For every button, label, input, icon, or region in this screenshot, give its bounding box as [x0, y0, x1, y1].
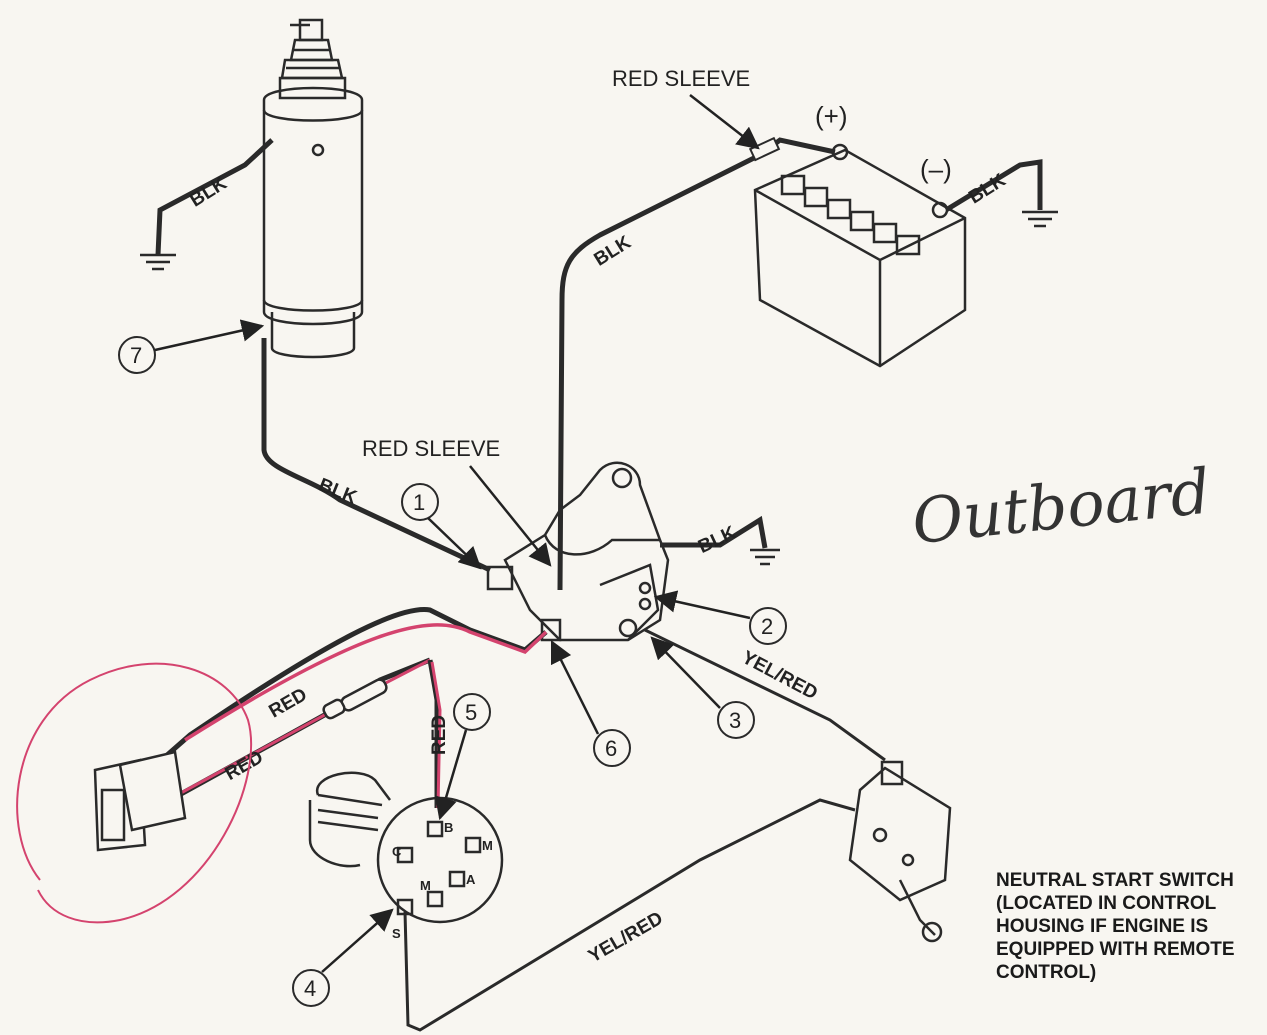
wire-label-blk-solenoid-ground: BLK: [695, 522, 740, 558]
red-sleeve-top-label: RED SLEEVE: [612, 66, 750, 91]
callout-4: 4: [292, 908, 394, 1007]
pin-a: A: [466, 872, 476, 887]
pin-c: C: [392, 844, 402, 859]
battery: [753, 143, 967, 368]
callout-5-number: 5: [465, 700, 477, 725]
starter-ground-wire: [155, 138, 274, 256]
starter-motor: [262, 18, 364, 359]
callout-7: 7: [118, 319, 265, 374]
battery-cells: [780, 174, 921, 256]
callout-2-number: 2: [761, 614, 773, 639]
starter-solenoid: [486, 461, 670, 642]
wire-label-yel-red-lower: YEL/RED: [585, 908, 667, 967]
ignition-switch: [308, 771, 504, 924]
callout-5: 5: [434, 693, 491, 821]
wire-battery-positive: [557, 137, 836, 591]
outboard-handwriting: Outboard: [909, 454, 1214, 558]
battery-positive-label: (+): [815, 101, 848, 131]
fuse-holder: [322, 678, 388, 720]
wire-label-red-switch: RED: [429, 715, 450, 755]
note-line-5: CONTROL): [996, 962, 1096, 983]
switch-pins: B M C A M S: [392, 820, 493, 941]
battery-negative-label: (–): [920, 154, 952, 184]
ground-symbol-solenoid: [750, 548, 780, 566]
callout-3: 3: [650, 636, 755, 739]
annotation-circle: [16, 662, 253, 924]
callout-6-number: 6: [605, 736, 617, 761]
neutral-switch-note: NEUTRAL START SWITCH (LOCATED IN CONTROL…: [996, 870, 1235, 983]
wire-yel-red-upper: [644, 628, 886, 762]
wire-label-blk-starter-lower: BLK: [315, 474, 359, 508]
wire-yel-red-lower: [403, 798, 856, 1032]
wire-connector: [93, 750, 187, 852]
pin-b: B: [444, 820, 453, 835]
ground-symbol-battery: [1022, 210, 1058, 228]
pin-s: S: [392, 926, 401, 941]
red-sleeve-mid-arrow: [469, 465, 552, 567]
note-line-1: NEUTRAL START SWITCH: [996, 870, 1234, 891]
pin-m-upper: M: [482, 838, 493, 853]
callout-4-number: 4: [304, 976, 316, 1001]
callout-2: 2: [653, 590, 787, 645]
red-sleeve-mid-label: RED SLEEVE: [362, 436, 500, 461]
red-sleeve-top-arrow: [689, 94, 760, 150]
callout-1: 1: [401, 483, 482, 570]
neutral-start-switch: [848, 760, 952, 943]
callout-3-number: 3: [729, 708, 741, 733]
ground-symbol-starter: [140, 253, 176, 271]
callout-7-number: 7: [130, 343, 142, 368]
wire-solenoid-ground: [660, 515, 768, 549]
wire-battery-negative: [944, 159, 1043, 213]
callout-6: 6: [550, 639, 631, 767]
note-line-2: (LOCATED IN CONTROL: [996, 893, 1217, 914]
pin-m-lower: M: [420, 878, 431, 893]
red-sleeve-top-marker: [748, 136, 781, 162]
wire-label-red-upper: RED: [266, 684, 311, 722]
note-line-3: HOUSING IF ENGINE IS: [996, 916, 1208, 937]
note-line-4: EQUIPPED WITH REMOTE: [996, 939, 1235, 960]
callout-1-number: 1: [413, 490, 425, 515]
wire-starter-to-solenoid: [261, 338, 492, 573]
